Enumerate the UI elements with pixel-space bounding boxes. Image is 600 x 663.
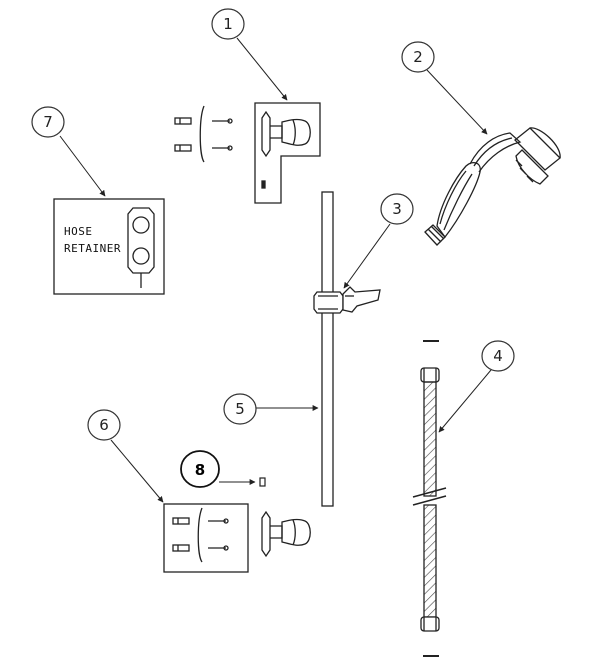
callout-5-circle bbox=[223, 393, 257, 425]
callout-4-label: 4 bbox=[493, 347, 503, 365]
lower-bracket-box bbox=[163, 503, 249, 573]
callout-8-label: 8 bbox=[195, 461, 205, 479]
hose-icon bbox=[412, 340, 447, 657]
callout-3-circle bbox=[380, 193, 414, 225]
callout-1-circle bbox=[211, 8, 245, 40]
hand-shower-icon bbox=[424, 127, 561, 246]
callout-5-label: 5 bbox=[235, 400, 245, 418]
lower-anchor-screw-set bbox=[172, 507, 229, 563]
part-1-wall-bracket: 1 bbox=[174, 8, 321, 204]
bracket-plate bbox=[254, 102, 321, 204]
lower-handle-icon bbox=[261, 510, 311, 558]
hose-retainer-icon bbox=[127, 207, 155, 288]
part-6-lower-bracket: 6 bbox=[87, 409, 249, 573]
hose-retainer-box bbox=[53, 198, 165, 295]
anchor-screw-set bbox=[174, 105, 233, 163]
part-7-hose-retainer: HOSE RETAINER 7 bbox=[31, 106, 165, 295]
callout-7-label: 7 bbox=[43, 113, 53, 131]
callout-2-label: 2 bbox=[413, 48, 423, 66]
callout-1-label: 1 bbox=[223, 15, 233, 33]
slide-bar-icon bbox=[321, 191, 334, 507]
part-3-slider: 3 bbox=[313, 193, 414, 314]
callout-8-circle bbox=[180, 450, 220, 488]
callout-6-label: 6 bbox=[99, 416, 109, 434]
hose-retainer-line2: RETAINER bbox=[64, 242, 121, 255]
part-8-set-screw: 8 bbox=[180, 450, 266, 488]
slider-icon bbox=[313, 286, 381, 314]
callout-4-circle bbox=[481, 340, 515, 372]
bracket-handle-icon bbox=[261, 110, 311, 189]
part-2-hand-shower: 2 bbox=[401, 41, 561, 246]
callout-3-label: 3 bbox=[392, 200, 402, 218]
part-5-slide-bar: 5 bbox=[223, 191, 334, 507]
callout-2-circle bbox=[401, 41, 435, 73]
set-screw-icon bbox=[259, 477, 266, 487]
hose-retainer-line1: HOSE bbox=[64, 225, 93, 238]
callout-6-circle bbox=[87, 409, 121, 441]
part-4-hose: 4 bbox=[412, 340, 515, 657]
callout-7-circle bbox=[31, 106, 65, 138]
